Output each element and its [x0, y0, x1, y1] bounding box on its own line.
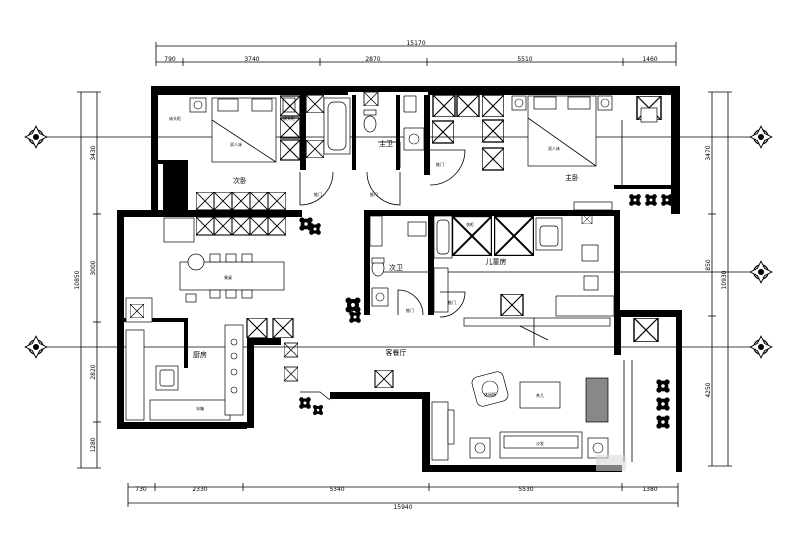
side-table: [511, 95, 527, 111]
side-table-label: 床头柜: [169, 115, 181, 121]
watermark: [596, 455, 626, 471]
bed-label: 双人床: [548, 145, 560, 151]
desk: [581, 244, 599, 262]
armchair: [640, 107, 658, 123]
pillow: [567, 96, 591, 110]
master-bedroom: 双人床 主卧: [511, 95, 673, 224]
pillow: [533, 96, 557, 110]
plant-icon: [345, 297, 361, 313]
room-label-second-bedroom: 次卧: [233, 176, 247, 185]
armchair: [583, 275, 599, 291]
sink-icon: [403, 127, 425, 151]
door-label: 推门: [406, 307, 414, 313]
wardrobe-label: 衣柜: [466, 221, 474, 227]
door-label: 推门: [448, 299, 456, 305]
plant-icon: [349, 311, 361, 323]
dim-top-seg-2: 3740: [244, 56, 259, 63]
sink-icon: [371, 287, 389, 307]
dimension-right: 3470 850 4250 10930: [705, 91, 732, 467]
dining-table-label: 餐桌: [224, 274, 232, 280]
living-room: 客餐厅 休闲椅 茶几 沙发: [299, 318, 670, 462]
room-label-guest-bath: 主卫: [379, 139, 393, 148]
axis-marker-icon: [749, 260, 773, 284]
master-wardrobe: [432, 95, 504, 171]
dim-left-seg-4: 1280: [90, 437, 97, 452]
dimension-left: 10850 3430 3000 2820 1280: [74, 91, 101, 469]
plant-icon: [309, 223, 321, 235]
coffee-table: [519, 381, 561, 409]
dim-left-total: 10850: [74, 270, 81, 289]
dim-top-seg-1: 790: [164, 56, 176, 63]
dim-left-seg-3: 2820: [90, 364, 97, 379]
plant-icon: [661, 194, 673, 206]
armchair: [471, 371, 509, 407]
toilet-icon: [363, 115, 377, 133]
plant-icon: [629, 194, 641, 206]
dim-bottom-seg-4: 5530: [518, 486, 533, 493]
plant-icon: [313, 405, 323, 415]
wardrobe: [196, 192, 286, 210]
dining-area: 餐桌: [119, 216, 321, 303]
coffee-table-label: 茶几: [536, 392, 544, 398]
fridge-label: 冰箱: [196, 405, 204, 411]
armchair-label: 休闲椅: [484, 391, 496, 397]
dim-bottom-seg-1: 730: [135, 486, 147, 493]
dim-top-total: 15170: [406, 40, 425, 47]
plant-icon: [645, 194, 657, 206]
room-label-master-bedroom: 主卧: [565, 173, 579, 182]
dim-left-seg-2: 3000: [90, 260, 97, 275]
room-label-second-bath: 次卫: [389, 263, 403, 272]
side-table: [597, 95, 613, 111]
guest-bath: 主卫: [306, 92, 425, 158]
axis-marker-icon: [749, 335, 773, 359]
room-label-kitchen: 厨房: [193, 350, 207, 359]
bed-label: 双人床: [230, 141, 242, 147]
axis-marker-icon: [749, 125, 773, 149]
door-label: 推门: [370, 191, 378, 197]
second-bedroom: 双人床 床头柜 床头柜 次卧: [153, 95, 300, 210]
walls: [117, 86, 682, 472]
dim-top-seg-3: 2870: [365, 56, 380, 63]
door-label: 推门: [314, 191, 322, 197]
plant-icon: [656, 397, 670, 411]
dim-bottom-total: 15940: [393, 504, 412, 511]
plant-icon: [656, 379, 670, 393]
door-label: 推门: [436, 161, 444, 167]
dimension-bottom: 730 2330 5340 5530 1380 15940: [127, 483, 679, 511]
kids-room: 儿童房 衣柜 推门: [433, 215, 615, 346]
room-label-kids-room: 儿童房: [486, 257, 507, 266]
dim-top-seg-5: 1460: [642, 56, 657, 63]
dim-bottom-seg-3: 5340: [329, 486, 344, 493]
dim-left-seg-1: 3430: [90, 145, 97, 160]
dim-bottom-seg-5: 1380: [642, 486, 657, 493]
doors-top: 推门 推门 推门: [299, 141, 466, 206]
dimension-top: 15170 790 3740 2870 5510 1460: [155, 40, 677, 66]
second-bath: 次卫 推门: [345, 215, 427, 323]
dim-bottom-seg-2: 2330: [192, 486, 207, 493]
plant-icon: [299, 397, 311, 409]
dim-right-total: 10930: [721, 270, 728, 289]
room-label-living-dining: 客餐厅: [386, 348, 407, 357]
stove: [224, 324, 244, 416]
dim-right-seg-3: 4250: [705, 382, 712, 397]
dim-right-seg-2: 850: [705, 259, 712, 271]
dim-right-seg-1: 3470: [705, 145, 712, 160]
pillow: [251, 98, 273, 112]
kitchen: 冰箱 厨房: [125, 297, 298, 421]
side-table: [189, 97, 207, 113]
dim-top-seg-4: 5510: [517, 56, 532, 63]
pillow: [217, 98, 239, 112]
plant-icon: [656, 415, 670, 429]
axis-marker-icon: [24, 125, 48, 149]
sofa-label: 沙发: [536, 440, 544, 446]
axis-marker-icon: [24, 335, 48, 359]
